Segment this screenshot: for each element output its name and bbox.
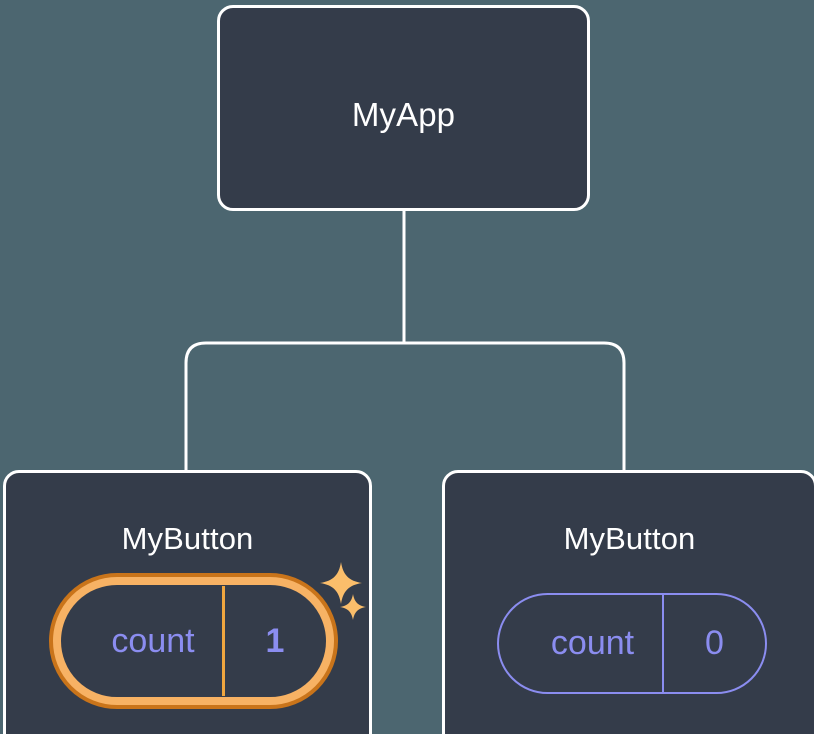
connector-branch-bar (184, 341, 626, 470)
state-key-label: count (111, 621, 195, 660)
pill-outer-ring (49, 573, 338, 709)
node-mybutton-right[interactable]: MyButton count 0 (442, 470, 814, 734)
state-key-label: count (550, 624, 635, 662)
node-mybutton-right-label: MyButton (563, 521, 696, 556)
state-pill-plain[interactable]: count 0 (497, 593, 767, 694)
sparkle-large-icon (320, 562, 362, 604)
node-mybutton-left[interactable]: MyButton count 1 (3, 470, 372, 734)
node-myapp-label: MyApp (351, 96, 456, 133)
sparkle-small-icon (340, 594, 366, 620)
state-value-label: 0 (705, 624, 724, 662)
state-value-label: 1 (265, 621, 285, 660)
node-mybutton-left-label: MyButton (121, 521, 254, 556)
node-myapp[interactable]: MyApp (217, 5, 590, 211)
pill-divider (222, 586, 225, 696)
state-pill-highlighted[interactable]: count 1 (49, 573, 338, 709)
pill-divider (662, 595, 664, 692)
pill-inner-ring (53, 577, 334, 705)
pill-content: count 1 (62, 586, 325, 696)
